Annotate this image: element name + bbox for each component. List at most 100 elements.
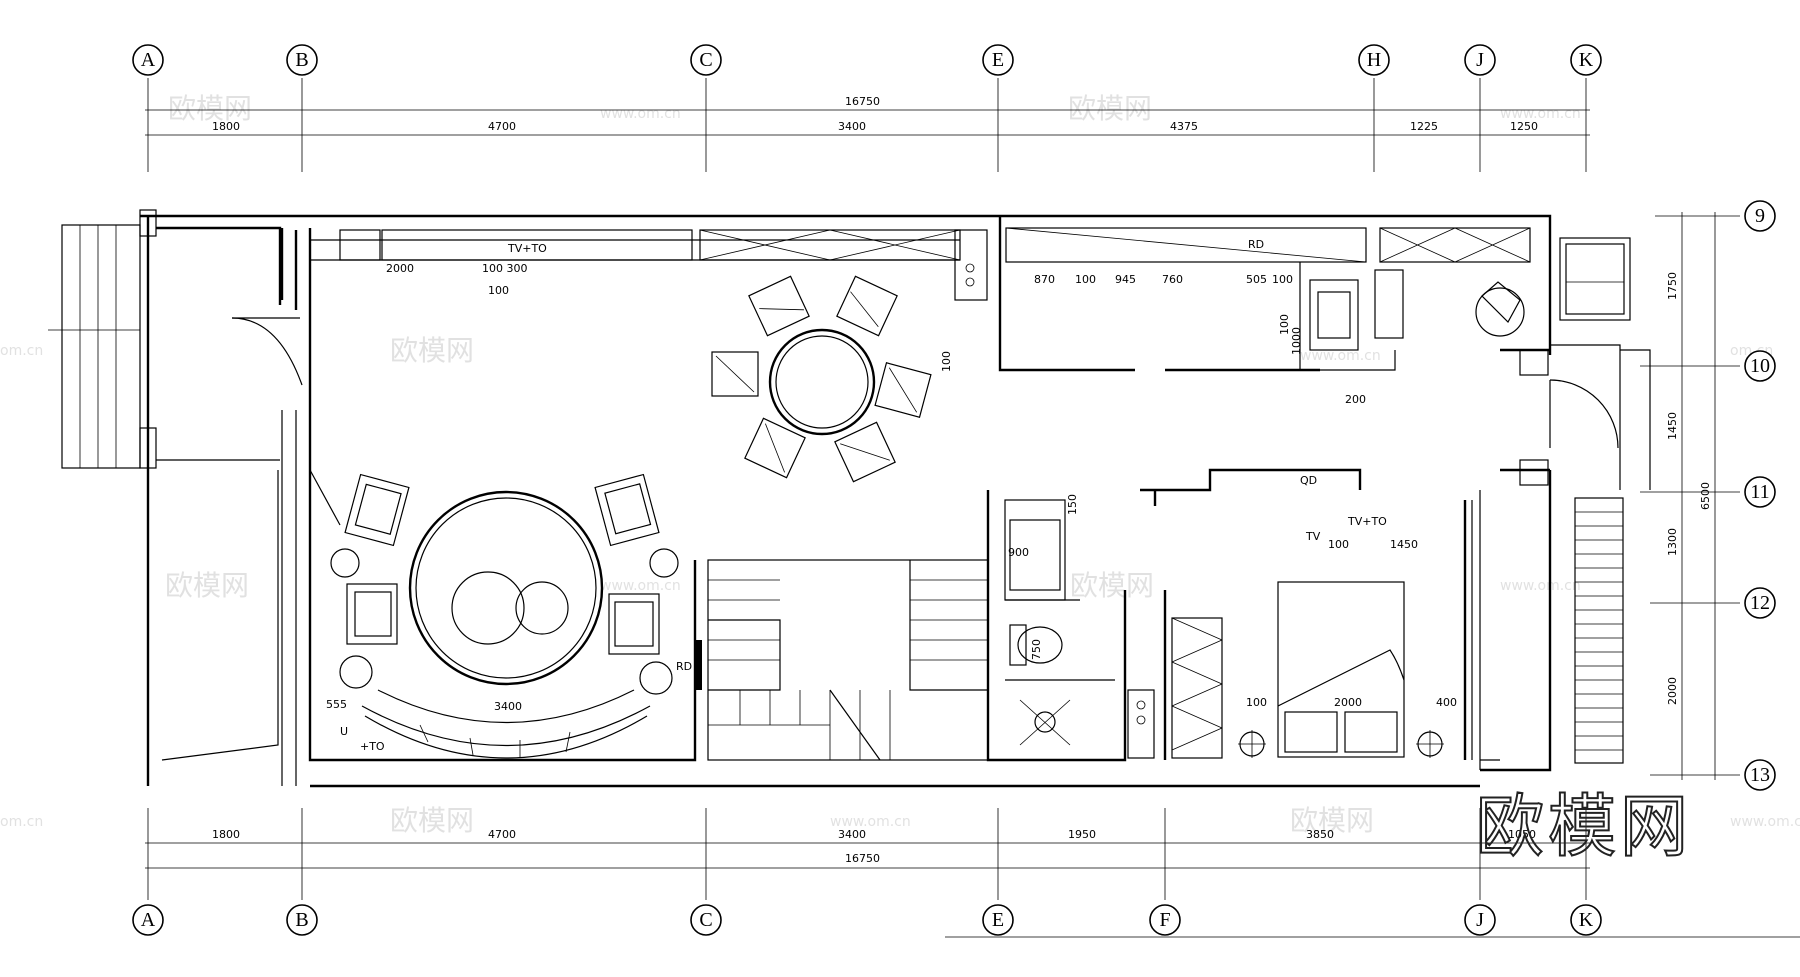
svg-text:C: C bbox=[699, 909, 712, 931]
rd-label: RD bbox=[1248, 238, 1264, 251]
dim-segment: 3400 bbox=[838, 120, 866, 133]
qd-label: QD bbox=[1300, 474, 1317, 487]
svg-text:A: A bbox=[141, 49, 156, 71]
dim-label: 505 bbox=[1246, 273, 1267, 286]
svg-text:J: J bbox=[1476, 49, 1484, 71]
watermark-text: 欧模网 bbox=[1068, 92, 1152, 125]
watermark-url: www.om.cn bbox=[1300, 348, 1381, 364]
svg-text:F: F bbox=[1159, 909, 1170, 931]
dim-label: 945 bbox=[1115, 273, 1136, 286]
annotation-labels: 2000 100 300 100 TV+TO 870 100 945 760 5… bbox=[326, 238, 1457, 753]
axis-bubble-k: K bbox=[1570, 904, 1602, 936]
svg-text:10: 10 bbox=[1750, 355, 1770, 377]
svg-text:13: 13 bbox=[1750, 764, 1770, 786]
svg-text:H: H bbox=[1367, 49, 1381, 71]
axis-bubble-12: 12 bbox=[1744, 587, 1776, 619]
watermark-text: 欧模网 bbox=[1290, 804, 1374, 837]
dim-segment: 1800 bbox=[212, 828, 240, 841]
dining-chair bbox=[834, 421, 896, 483]
dim-label: 100 bbox=[940, 351, 953, 372]
dim-total-right: 6500 bbox=[1699, 482, 1712, 510]
axis-bubble-c: C bbox=[690, 904, 722, 936]
tv-to-label: TV+TO bbox=[1347, 515, 1387, 528]
tv-to-label: TV+TO bbox=[507, 242, 547, 255]
bottom-dimension-chain: 1800 4700 3400 1950 3850 1050 16750 bbox=[145, 808, 1590, 900]
axis-bubble-11: 11 bbox=[1744, 476, 1776, 508]
axis-bubble-b: B bbox=[286, 904, 318, 936]
brand-logo: 欧模网 bbox=[1476, 788, 1692, 867]
axis-bubble-f: F bbox=[1149, 904, 1181, 936]
axis-bubble-c: C bbox=[690, 44, 722, 76]
dining-chair bbox=[744, 417, 806, 479]
living-room-furniture bbox=[231, 317, 702, 759]
svg-text:A: A bbox=[141, 909, 156, 931]
dim-label: 400 bbox=[1436, 696, 1457, 709]
svg-text:B: B bbox=[295, 49, 308, 71]
svg-text:E: E bbox=[992, 49, 1004, 71]
axis-bubble-9: 9 bbox=[1744, 200, 1776, 232]
top-axis-bubbles: A B C E H J K bbox=[132, 44, 1602, 76]
dim-label: 1000 bbox=[1290, 327, 1303, 355]
dim-label: 150 bbox=[1066, 494, 1079, 515]
watermark-url: www.om.cn bbox=[830, 814, 911, 830]
dim-label: 100 bbox=[1272, 273, 1293, 286]
dining-chair bbox=[836, 275, 898, 337]
dim-label: 750 bbox=[1030, 639, 1043, 660]
axis-bubble-10: 10 bbox=[1744, 350, 1776, 382]
top-dimension-chain: 16750 1800 4700 3400 4375 1225 1250 bbox=[145, 78, 1590, 172]
dim-label: 100 bbox=[1075, 273, 1096, 286]
axis-bubble-13: 13 bbox=[1744, 759, 1776, 791]
dim-segment: 1250 bbox=[1510, 120, 1538, 133]
axis-bubble-b: B bbox=[286, 44, 318, 76]
axis-bubble-e: E bbox=[982, 904, 1014, 936]
dim-label: 900 bbox=[1008, 546, 1029, 559]
kitchen-armchair bbox=[1475, 281, 1525, 337]
axis-bubble-k: K bbox=[1570, 44, 1602, 76]
dim-total-top: 16750 bbox=[845, 95, 880, 108]
dim-label: 870 bbox=[1034, 273, 1055, 286]
watermark-url: www.om.cn bbox=[600, 578, 681, 594]
svg-text:11: 11 bbox=[1750, 481, 1769, 503]
watermark-url: www.om.cn bbox=[1730, 814, 1800, 830]
watermark-text: 欧模网 bbox=[390, 804, 474, 837]
dim-segment: 1800 bbox=[212, 120, 240, 133]
right-stair-treads bbox=[1575, 511, 1623, 751]
watermark-text: 欧模网 bbox=[165, 569, 249, 602]
dining-chair bbox=[748, 275, 810, 337]
dim-label: 100 300 bbox=[482, 262, 528, 275]
dim-segment: 2000 bbox=[1666, 677, 1679, 705]
watermark-text: 欧模网 bbox=[390, 334, 474, 367]
sofa-dim-label: 3400 bbox=[494, 700, 522, 713]
bottom-axis-bubbles: A B C E F J K bbox=[132, 904, 1800, 938]
axis-bubble-j: J bbox=[1464, 44, 1496, 76]
dim-label: 100 bbox=[1246, 696, 1267, 709]
watermark-url: om.cn bbox=[0, 343, 43, 359]
dim-label: 100 bbox=[1278, 314, 1291, 335]
dim-segment: 1225 bbox=[1410, 120, 1438, 133]
axis-bubble-e: E bbox=[982, 44, 1014, 76]
dining-table bbox=[711, 275, 932, 483]
dim-segment: 3850 bbox=[1306, 828, 1334, 841]
svg-text:K: K bbox=[1579, 49, 1594, 71]
svg-text:B: B bbox=[295, 909, 308, 931]
dining-chair bbox=[874, 362, 932, 418]
dim-label: 1450 bbox=[1390, 538, 1418, 551]
dim-label: 2000 bbox=[1334, 696, 1362, 709]
dim-segment: 4700 bbox=[488, 828, 516, 841]
dim-label: 100 bbox=[488, 284, 509, 297]
dim-label: 100 bbox=[1328, 538, 1349, 551]
to-label: +TO bbox=[360, 740, 385, 753]
dim-segment: 1450 bbox=[1666, 412, 1679, 440]
dim-total-bottom: 16750 bbox=[845, 852, 880, 865]
dining-chair bbox=[711, 351, 759, 397]
dim-segment: 3400 bbox=[838, 828, 866, 841]
tv-label: TV bbox=[1305, 530, 1321, 543]
dim-segment: 4375 bbox=[1170, 120, 1198, 133]
watermark-url: www.om.cn bbox=[1500, 578, 1581, 594]
svg-text:12: 12 bbox=[1750, 592, 1770, 614]
axis-bubble-h: H bbox=[1358, 44, 1390, 76]
dim-label: 555 bbox=[326, 698, 347, 711]
dim-segment: 1300 bbox=[1666, 528, 1679, 556]
right-dimension-chain: 1750 1450 1300 2000 6500 bbox=[1640, 212, 1740, 780]
dim-segment: 1750 bbox=[1666, 272, 1679, 300]
